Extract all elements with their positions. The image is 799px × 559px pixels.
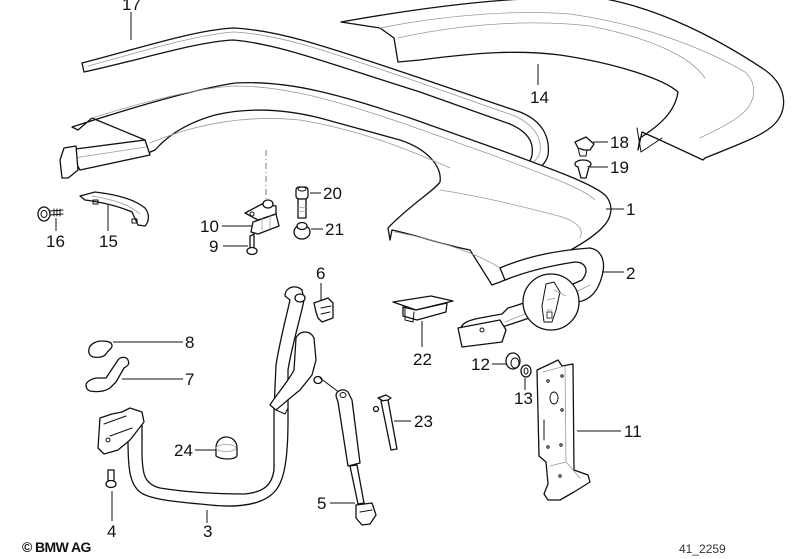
part-20-bolt-long[interactable]: [295, 186, 309, 219]
detail-magnifier-circle: [522, 273, 580, 331]
callout-11[interactable]: 11: [624, 422, 642, 441]
part-2-trim-panel[interactable]: [457, 247, 605, 348]
part-21-nut-collar[interactable]: [293, 221, 311, 240]
callout-12[interactable]: 12: [471, 355, 490, 374]
callout-2[interactable]: 2: [626, 264, 635, 283]
callout-24[interactable]: 24: [174, 441, 193, 460]
callout-3[interactable]: 3: [203, 522, 212, 541]
part-7-shim-double[interactable]: [85, 356, 130, 393]
part-22-cap[interactable]: [392, 295, 454, 323]
callout-20[interactable]: 20: [323, 184, 342, 203]
callout-23[interactable]: 23: [414, 412, 433, 431]
part-8-shim-single[interactable]: [88, 340, 113, 359]
part-16-screw-with-cap[interactable]: [37, 206, 64, 222]
callout-21[interactable]: 21: [325, 220, 344, 239]
leader-lines: [55, 12, 624, 523]
part-13-washer[interactable]: [520, 364, 532, 378]
part-11-support-bracket[interactable]: [536, 359, 591, 501]
part-18-clip-nut[interactable]: [574, 136, 595, 157]
part-23-rod-with-pin[interactable]: [372, 394, 398, 451]
part-15-handle-trim[interactable]: [79, 191, 150, 227]
callout-1[interactable]: 1: [626, 200, 635, 219]
callout-18[interactable]: 18: [610, 133, 629, 152]
part-24-rubber-buffer[interactable]: [215, 436, 238, 460]
part-5-gas-strut[interactable]: [335, 389, 377, 526]
part-1-compartment-lid[interactable]: [59, 81, 612, 286]
part-6-clip[interactable]: [313, 297, 334, 323]
part-3-hinge-bow[interactable]: [97, 286, 341, 507]
part-4-bolt[interactable]: [105, 469, 117, 489]
callout-22[interactable]: 22: [413, 350, 432, 369]
callout-5[interactable]: 5: [317, 494, 326, 513]
callout-15[interactable]: 15: [99, 232, 118, 251]
part-12-grommet[interactable]: [505, 352, 521, 370]
callout-6[interactable]: 6: [316, 264, 325, 283]
callout-4[interactable]: 4: [107, 522, 116, 541]
part-14-cover-panel[interactable]: [340, 0, 785, 161]
copyright-text: © BMW AG: [22, 539, 91, 555]
callout-7[interactable]: 7: [185, 370, 194, 389]
part-10-lock-bracket[interactable]: [244, 150, 280, 235]
part-19-expanding-rivet[interactable]: [574, 159, 592, 179]
callout-19[interactable]: 19: [610, 158, 629, 177]
callout-13[interactable]: 13: [514, 389, 533, 408]
callout-10[interactable]: 10: [200, 217, 219, 236]
callout-14[interactable]: 14: [530, 88, 549, 107]
callout-16[interactable]: 16: [46, 232, 65, 251]
callout-17[interactable]: 17: [122, 0, 141, 14]
part-9-screw[interactable]: [246, 233, 258, 256]
callout-9[interactable]: 9: [209, 237, 218, 256]
drawing-code: 41_2259: [679, 542, 726, 556]
callout-labels: 17 14 18 19 1 2 16 15 10 9 20 21 6 8 7 2…: [46, 0, 642, 541]
callout-8[interactable]: 8: [185, 333, 194, 352]
